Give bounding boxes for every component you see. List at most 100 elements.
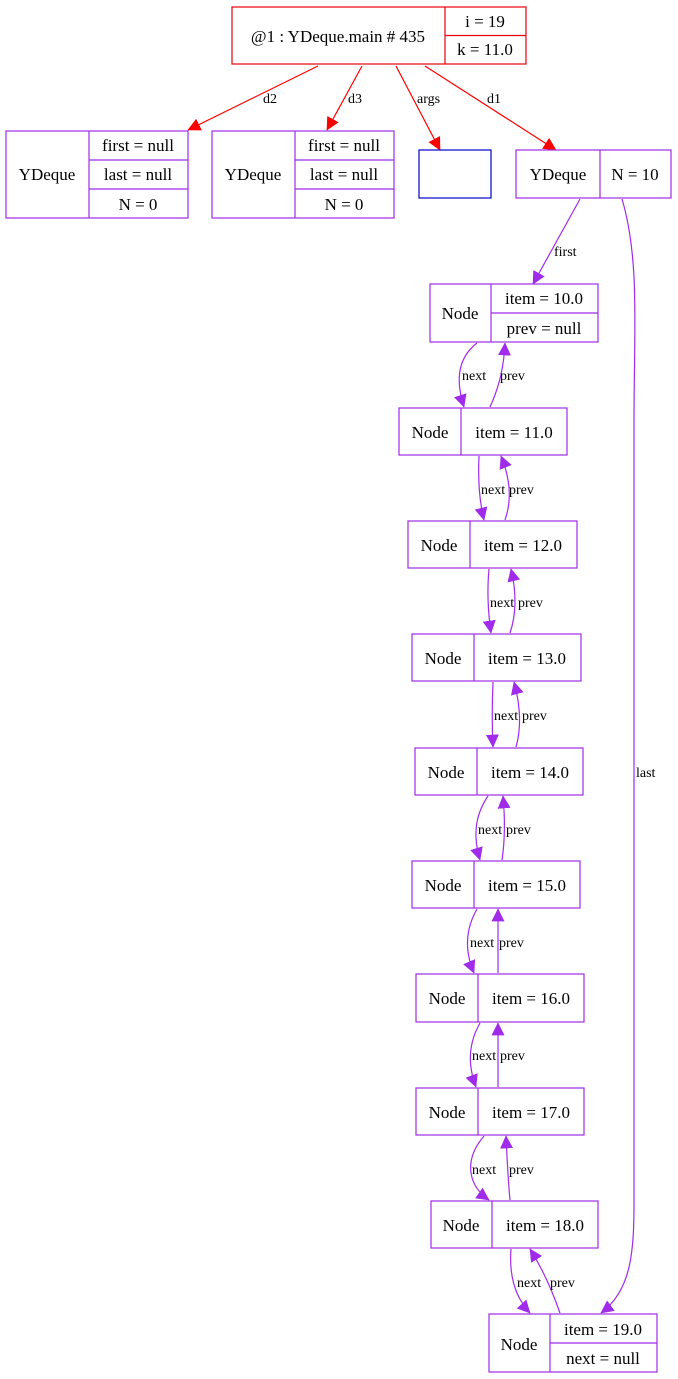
edge-prev [500, 1135, 514, 1201]
ydeque-d2-box [5, 130, 189, 219]
ydeque-d3-first: first = null [308, 136, 380, 155]
frame-title: @1 : YDeque.main # 435 [251, 27, 425, 46]
edge-args [395, 65, 441, 151]
node-16-box [415, 973, 585, 1023]
edge-prev [489, 342, 511, 408]
node-edge-labels: next prev next prev next prev next prev … [462, 369, 575, 1291]
node-14-box [414, 747, 584, 796]
edge-label-next: next [481, 483, 505, 498]
node-19-box [488, 1313, 658, 1373]
edge-label-prev: prev [509, 1163, 534, 1178]
edge-last [600, 198, 636, 1314]
node-12-item: item = 12.0 [484, 536, 562, 555]
ydeque-d3-n: N = 0 [325, 195, 364, 214]
edge-label-d2: d2 [263, 92, 277, 107]
edge-label-prev: prev [499, 936, 524, 951]
node-13-box [411, 633, 582, 682]
node-12-type: Node [421, 536, 458, 555]
edge-next [470, 1135, 490, 1201]
ydeque-d2-n: N = 0 [119, 195, 158, 214]
ydeque-d3-last: last = null [310, 165, 378, 184]
stack-frame [231, 6, 527, 65]
ydeque-d2-last: last = null [104, 165, 172, 184]
edge-prev [529, 1248, 561, 1314]
node-14-item: item = 14.0 [491, 763, 569, 782]
ydeque-d1-box [515, 149, 672, 199]
edge-prev [507, 568, 521, 634]
node-16-type: Node [429, 989, 466, 1008]
edge-label-prev: prev [500, 1049, 525, 1064]
frame-local-i: i = 19 [465, 12, 505, 31]
node-17-item: item = 17.0 [492, 1103, 570, 1122]
frame-local-k: k = 11.0 [457, 40, 513, 59]
node-14-type: Node [428, 763, 465, 782]
node-13-type: Node [425, 649, 462, 668]
ydeque-d1-n: N = 10 [611, 165, 658, 184]
edge-label-next: next [472, 1049, 496, 1064]
node-17-type: Node [429, 1103, 466, 1122]
node-13-item: item = 13.0 [488, 649, 566, 668]
edge-d2 [187, 65, 319, 131]
node-18-item: item = 18.0 [506, 1216, 584, 1235]
edge-first [532, 198, 581, 285]
node-15-box [411, 860, 581, 909]
edge-d1 [424, 65, 557, 151]
edge-label-args: args [417, 92, 440, 107]
edge-next [510, 1248, 531, 1314]
node-10-item: item = 10.0 [505, 289, 583, 308]
ydeque-d2-first: first = null [102, 136, 174, 155]
edge-label-first: first [554, 245, 577, 260]
edge-label-next: next [490, 596, 514, 611]
edge-d3 [326, 65, 363, 131]
node-15-item: item = 15.0 [488, 876, 566, 895]
edge-prev [497, 795, 511, 861]
node-19-item: item = 19.0 [564, 1320, 642, 1339]
edge-label-last: last [636, 766, 656, 781]
edge-label-prev: prev [500, 369, 525, 384]
node-12-box [407, 520, 578, 569]
edge-label-next: next [494, 709, 518, 724]
node-edges [454, 342, 561, 1314]
edge-next [465, 1022, 481, 1088]
edge-label-prev: prev [506, 823, 531, 838]
edge-prev [499, 455, 512, 521]
edge-label-next: next [470, 936, 494, 951]
edge-next [485, 681, 499, 748]
node-11-type: Node [412, 423, 449, 442]
edge-next [454, 342, 478, 408]
edge-label-next: next [462, 369, 486, 384]
node-10-prev: prev = null [507, 319, 582, 338]
ydeque-d3-type: YDeque [225, 165, 282, 184]
frame-edges [187, 65, 557, 151]
edge-prev [510, 681, 524, 748]
edge-label-d3: d3 [348, 92, 362, 107]
node-18-box [430, 1200, 599, 1249]
edge-label-prev: prev [550, 1276, 575, 1291]
edge-label-prev: prev [509, 483, 534, 498]
ydeque-d3-box [211, 130, 395, 219]
edge-label-prev: prev [522, 709, 547, 724]
deque-edges [532, 198, 636, 1314]
edge-label-prev: prev [518, 596, 543, 611]
node-16-item: item = 16.0 [492, 989, 570, 1008]
edge-next [482, 568, 496, 634]
edge-label-next: next [472, 1163, 496, 1178]
edge-next [474, 455, 488, 521]
edge-next [470, 795, 489, 861]
node-18-type: Node [443, 1216, 480, 1235]
edge-label-d1: d1 [487, 92, 501, 107]
node-17-box [415, 1087, 585, 1136]
args-array-box [418, 149, 492, 199]
edge-label-next: next [517, 1276, 541, 1291]
edge-label-next: next [478, 823, 502, 838]
node-10-type: Node [442, 304, 479, 323]
node-10-box [429, 283, 599, 343]
node-19-next: next = null [566, 1349, 640, 1368]
edge-next [463, 908, 478, 974]
ydeque-d2-type: YDeque [19, 165, 76, 184]
node-15-type: Node [425, 876, 462, 895]
node-11-box [398, 407, 568, 456]
ydeque-d1-type: YDeque [530, 165, 587, 184]
node-19-type: Node [501, 1335, 538, 1354]
